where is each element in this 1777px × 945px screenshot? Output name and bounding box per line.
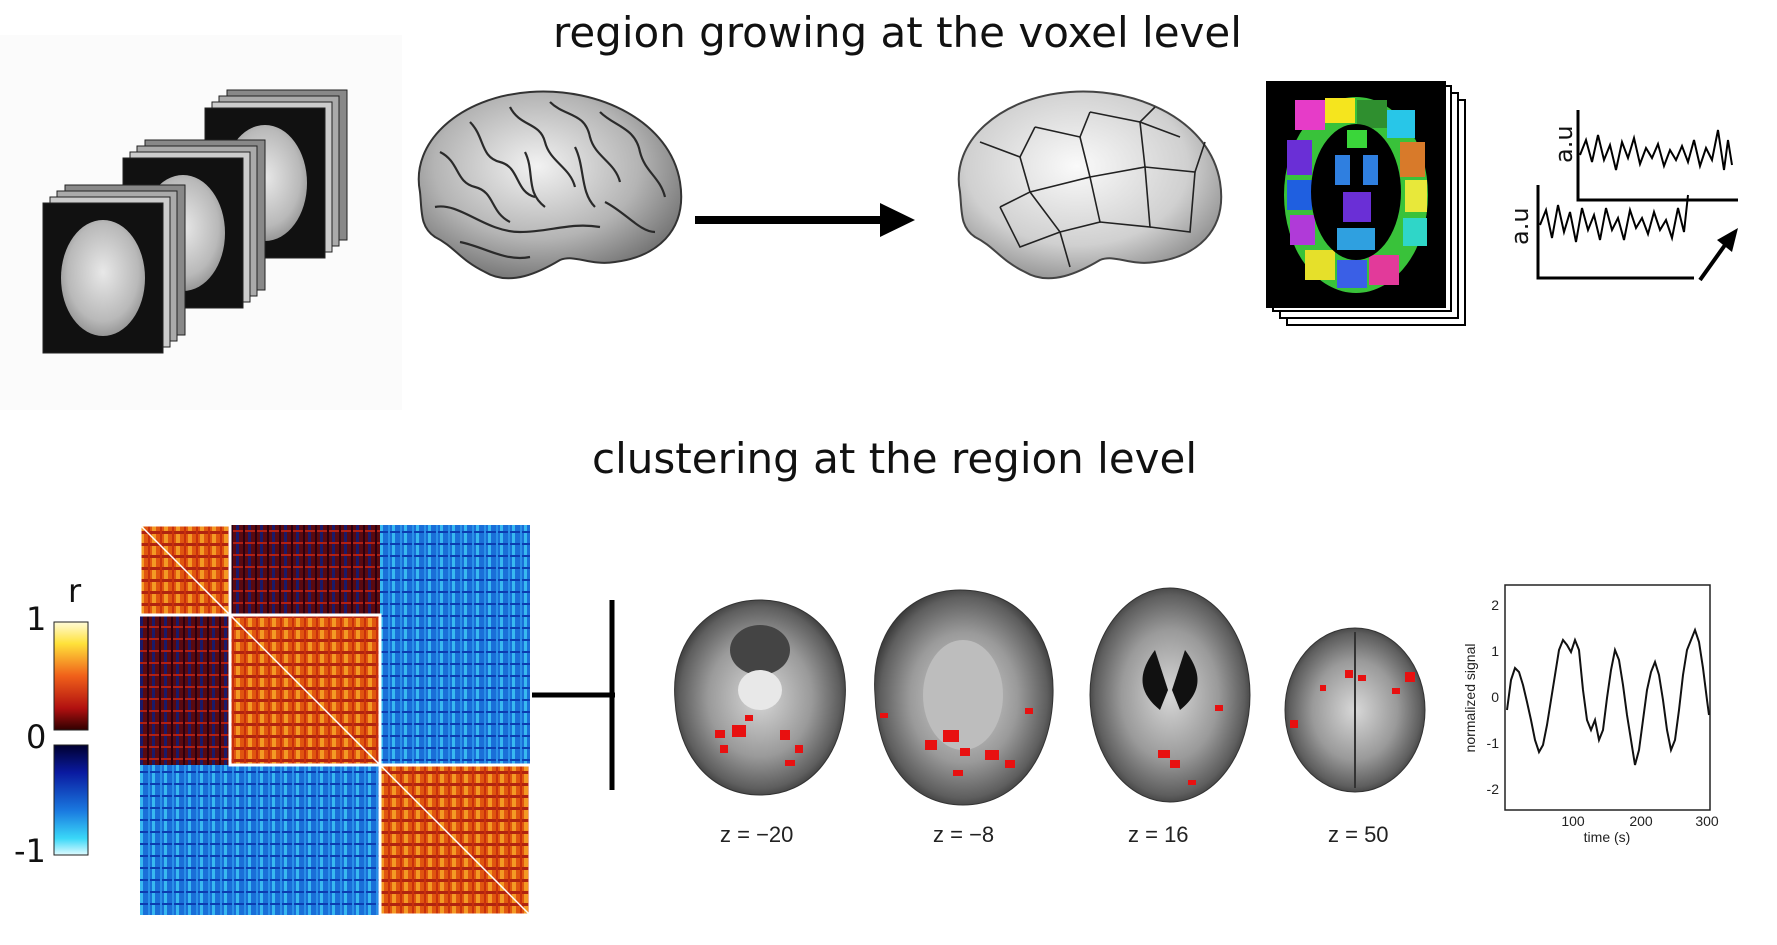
slice-label-4: z = 50: [1328, 822, 1389, 847]
bracket-connector: [532, 600, 615, 790]
colorbar-tick-mid: 0: [26, 718, 47, 756]
trace-ylabel-back: a.u: [1550, 125, 1578, 163]
trace-ylabel-front: a.u: [1506, 207, 1534, 245]
fmri-volumes-icon: [42, 89, 348, 354]
colorbar-label: r: [68, 572, 82, 610]
correlation-matrix: [138, 523, 532, 917]
title-clustering: clustering at the region level: [592, 434, 1198, 483]
xtick-300: 300: [1695, 813, 1719, 829]
slice-label-2: z = −8: [933, 822, 995, 847]
region-timecourses-icon: [1536, 110, 1738, 282]
slice-z-minus8: [874, 589, 1054, 806]
parcellated-surface-icon: [957, 90, 1223, 280]
cortical-surface-icon: [417, 90, 683, 280]
ytick-m1: -1: [1487, 735, 1500, 751]
slice-label-3: z = 16: [1128, 822, 1189, 847]
colorbar: [53, 621, 89, 856]
signal-ylabel: normalized signal: [1462, 644, 1478, 753]
ytick-1: 1: [1491, 643, 1499, 659]
slice-z-minus20: [674, 599, 846, 796]
activation-slices: [674, 587, 1426, 806]
title-region-growing: region growing at the voxel level: [553, 8, 1242, 57]
colorbar-tick-bottom: -1: [14, 832, 46, 870]
slice-z-50: [1284, 627, 1426, 793]
arrow-right-icon: [695, 203, 915, 237]
signal-xlabel: time (s): [1584, 829, 1631, 845]
ytick-0: 0: [1491, 689, 1499, 705]
colorbar-tick-top: 1: [26, 600, 47, 638]
slice-label-1: z = −20: [720, 822, 794, 847]
fmri-volumes-stack: [0, 35, 402, 410]
parcellation-slices-icon: [1266, 81, 1466, 326]
xtick-200: 200: [1629, 813, 1653, 829]
ytick-m2: -2: [1487, 781, 1500, 797]
slice-z-16: [1089, 587, 1251, 803]
ytick-2: 2: [1491, 597, 1499, 613]
xtick-100: 100: [1561, 813, 1585, 829]
normalized-signal-plot: 2 1 0 -1 -2 100 200 300 time (s) normali…: [1462, 584, 1719, 845]
